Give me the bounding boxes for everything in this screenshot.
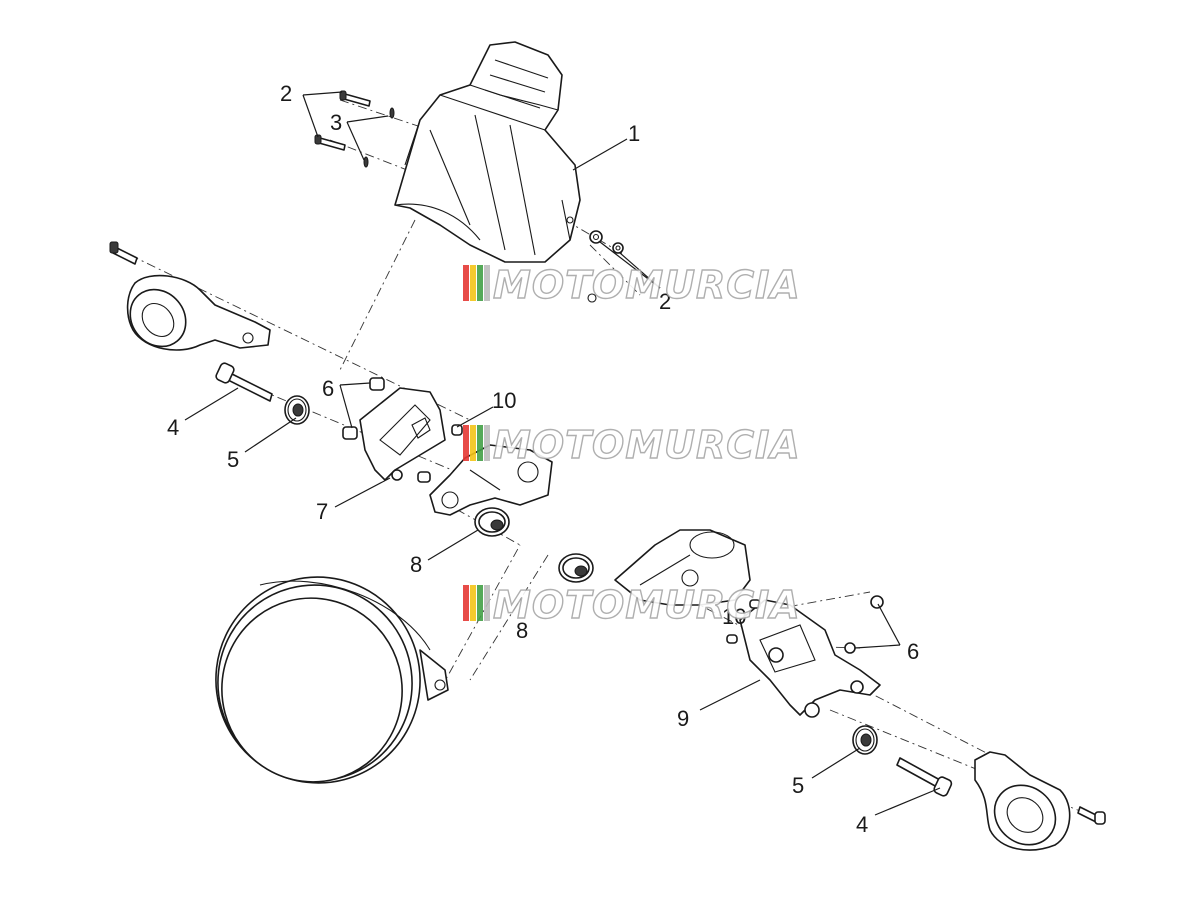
watermark-stripe-green <box>477 265 483 301</box>
right-turn-indicator <box>974 751 1106 851</box>
right-spacer <box>852 725 878 755</box>
headlight <box>215 576 449 784</box>
callout-6-right: 6 <box>907 639 919 664</box>
upper-screws <box>314 90 395 168</box>
watermark-stripe-yellow <box>470 585 476 621</box>
callout-4-right: 4 <box>856 812 868 837</box>
callout-9: 9 <box>677 706 689 731</box>
callout-6-left: 6 <box>322 376 334 401</box>
watermark-text: MOTOMURCIA <box>493 583 801 627</box>
left-spacer <box>284 395 310 425</box>
callout-numbers: 1 2 3 2 4 5 6 10 7 8 8 10 6 9 5 4 <box>167 81 919 837</box>
callout-10-left: 10 <box>492 388 516 413</box>
watermark-stripe-yellow <box>470 425 476 461</box>
callout-5-right: 5 <box>792 773 804 798</box>
callout-1: 1 <box>628 121 640 146</box>
watermark-middle: MOTOMURCIA <box>463 422 801 468</box>
callout-2-right: 2 <box>659 289 671 314</box>
watermark-stripe-green <box>477 585 483 621</box>
rubber-bushing-right <box>558 553 594 583</box>
left-bracket <box>342 377 463 483</box>
callout-8-left: 8 <box>410 552 422 577</box>
callout-8-right: 8 <box>516 618 528 643</box>
watermark-stripe-yellow <box>470 265 476 301</box>
callout-2: 2 <box>280 81 292 106</box>
rubber-bushing-left <box>474 507 510 537</box>
callout-5-left: 5 <box>227 447 239 472</box>
left-bolt <box>215 362 273 402</box>
watermark-stripe-red <box>463 585 469 621</box>
watermark-stripe-green <box>477 425 483 461</box>
right-bolt <box>896 757 953 797</box>
watermark-stripe-grey <box>484 425 490 461</box>
watermark-top: MOTOMURCIA <box>463 262 801 308</box>
leader-lines <box>184 91 941 816</box>
cover-nut-washer <box>587 230 624 303</box>
watermark-text: MOTOMURCIA <box>493 263 801 307</box>
watermark-stripe-grey <box>484 265 490 301</box>
right-support-bracket <box>614 529 751 606</box>
callout-10-right: 10 <box>722 604 746 629</box>
instrument-cover <box>394 41 581 263</box>
watermark-stripe-red <box>463 425 469 461</box>
left-turn-indicator <box>109 241 271 351</box>
callout-3: 3 <box>330 110 342 135</box>
watermark-stripe-red <box>463 265 469 301</box>
callout-7: 7 <box>316 499 328 524</box>
watermark-stripe-grey <box>484 585 490 621</box>
callout-4-left: 4 <box>167 415 179 440</box>
right-bracket <box>726 595 884 718</box>
watermark-bottom: MOTOMURCIA <box>463 582 801 628</box>
watermark-text: MOTOMURCIA <box>493 423 801 467</box>
